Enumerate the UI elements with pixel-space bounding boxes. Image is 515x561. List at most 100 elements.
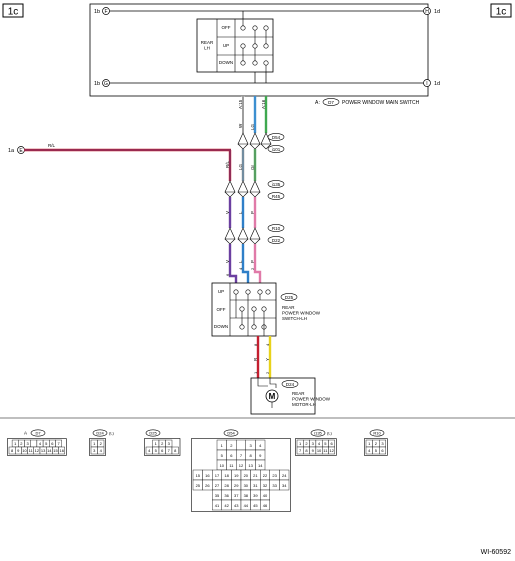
junction-h: H 1d xyxy=(423,7,440,15)
connector-row-3: R10 D22 xyxy=(224,224,285,245)
svg-text:R/L: R/L xyxy=(225,161,230,169)
svg-text:1d: 1d xyxy=(434,81,440,87)
pin-i135: 10 xyxy=(317,448,322,453)
pin-d54: 30 xyxy=(244,483,249,488)
pin-i135: 4 xyxy=(318,441,321,446)
pin-d54: 22 xyxy=(263,473,268,478)
pin-i135: 1 xyxy=(299,441,302,446)
pin-d54: 25 xyxy=(196,483,201,488)
pin-d25: 3 xyxy=(168,441,171,446)
svg-text:D24: D24 xyxy=(96,431,104,436)
svg-text:(L): (L) xyxy=(327,431,333,436)
pin-d54: 26 xyxy=(205,483,210,488)
figure-id: WI-60592 xyxy=(481,549,511,556)
pin-d54: 43 xyxy=(234,503,239,508)
pin-d7: 13 xyxy=(41,448,46,453)
svg-text::: : xyxy=(319,100,320,106)
pin-d54: 19 xyxy=(234,473,239,478)
svg-text:8: 8 xyxy=(253,343,258,346)
wire-lg: LG xyxy=(250,123,255,130)
pin-d7: 6 xyxy=(51,441,54,446)
pin-d7: 12 xyxy=(35,448,40,453)
svg-text:Gr: Gr xyxy=(250,164,255,170)
page-ref-right: 1c xyxy=(490,3,512,18)
pin-d54: 46 xyxy=(263,503,268,508)
pin-d54: 24 xyxy=(282,473,287,478)
svg-text:i135: i135 xyxy=(314,431,322,436)
main-switch-connector-label: A : D7 POWER WINDOW MAIN SWITCH xyxy=(315,98,420,106)
svg-text:I: I xyxy=(426,81,427,87)
pin-d24: 4 xyxy=(100,448,103,453)
pin-d7: 1 xyxy=(14,441,17,446)
pin-d54: 16 xyxy=(205,473,210,478)
pin-d54: 32 xyxy=(263,483,268,488)
pin-r10: 1 xyxy=(368,441,371,446)
svg-text:Y: Y xyxy=(265,358,270,361)
svg-text:D25: D25 xyxy=(149,431,157,436)
pin-d25: 2 xyxy=(161,441,164,446)
pin-a16: A:16 xyxy=(261,99,266,109)
pin-d54: 15 xyxy=(196,473,201,478)
svg-text:D25: D25 xyxy=(285,295,294,300)
pin-a15: A:15 xyxy=(238,99,243,109)
pin-d54: 2 xyxy=(230,443,233,448)
pin-d25: 8 xyxy=(174,448,177,453)
svg-text:A: A xyxy=(315,100,319,106)
svg-text:F: F xyxy=(104,9,107,15)
pin-d54: 17 xyxy=(215,473,220,478)
pin-d54: 31 xyxy=(253,483,258,488)
pin-d54: 9 xyxy=(259,453,262,458)
pin-d7: 7 xyxy=(57,441,60,446)
pin-d54: 5 xyxy=(221,453,224,458)
svg-text:E: E xyxy=(19,148,23,154)
pin-d7: 8 xyxy=(11,448,14,453)
svg-text:1d: 1d xyxy=(434,9,440,15)
motor-symbol: M xyxy=(269,392,276,401)
pin-d54: 40 xyxy=(263,493,268,498)
pin-i135: 3 xyxy=(312,441,315,446)
svg-text:R10: R10 xyxy=(373,431,381,436)
svg-text:L: L xyxy=(238,211,243,214)
svg-text:LG: LG xyxy=(238,163,243,170)
svg-text:R45: R45 xyxy=(272,194,281,199)
svg-text:V: V xyxy=(225,211,230,214)
pin-d25: 5 xyxy=(155,448,158,453)
svg-text:G: G xyxy=(104,81,108,87)
pin-d7: 4 xyxy=(39,441,42,446)
pin-d25: 6 xyxy=(161,448,164,453)
connector-row-2: i135 R45 xyxy=(224,180,285,200)
svg-text:R/L: R/L xyxy=(48,143,56,148)
svg-text:2: 2 xyxy=(250,267,255,270)
pin-d7: 5 xyxy=(45,441,48,446)
svg-text:POWER WINDOW MAIN SWITCH: POWER WINDOW MAIN SWITCH xyxy=(342,100,420,106)
pin-d54: 36 xyxy=(224,493,229,498)
main-switch-pos-1: UP xyxy=(223,43,229,48)
pin-i135: 7 xyxy=(299,448,302,453)
svg-text:(L): (L) xyxy=(109,431,115,436)
pin-d7: 2 xyxy=(20,441,23,446)
pin-d54: 11 xyxy=(229,463,234,468)
pin-d54: 10 xyxy=(220,463,225,468)
rear-switch-pos-2: DOWN xyxy=(214,324,228,329)
svg-text:i101: i101 xyxy=(272,147,281,152)
pin-d7: 16 xyxy=(59,448,64,453)
svg-text:1c: 1c xyxy=(496,7,507,18)
svg-text:A: A xyxy=(24,431,27,436)
pin-i135: 8 xyxy=(305,448,308,453)
pin-d25: 4 xyxy=(148,448,151,453)
svg-text:1a: 1a xyxy=(8,148,15,154)
svg-text:D54: D54 xyxy=(272,135,281,140)
connector-row-1: D54 i101 xyxy=(237,132,285,153)
pin-d54: 6 xyxy=(230,453,233,458)
pin-d54: 18 xyxy=(224,473,229,478)
pin-d54: 12 xyxy=(239,463,244,468)
pin-i135: 5 xyxy=(324,441,327,446)
wire-rl-horizontal: 1a E R/L R/L xyxy=(8,143,232,181)
svg-text:D54: D54 xyxy=(227,431,235,436)
pin-i135: 6 xyxy=(331,441,334,446)
